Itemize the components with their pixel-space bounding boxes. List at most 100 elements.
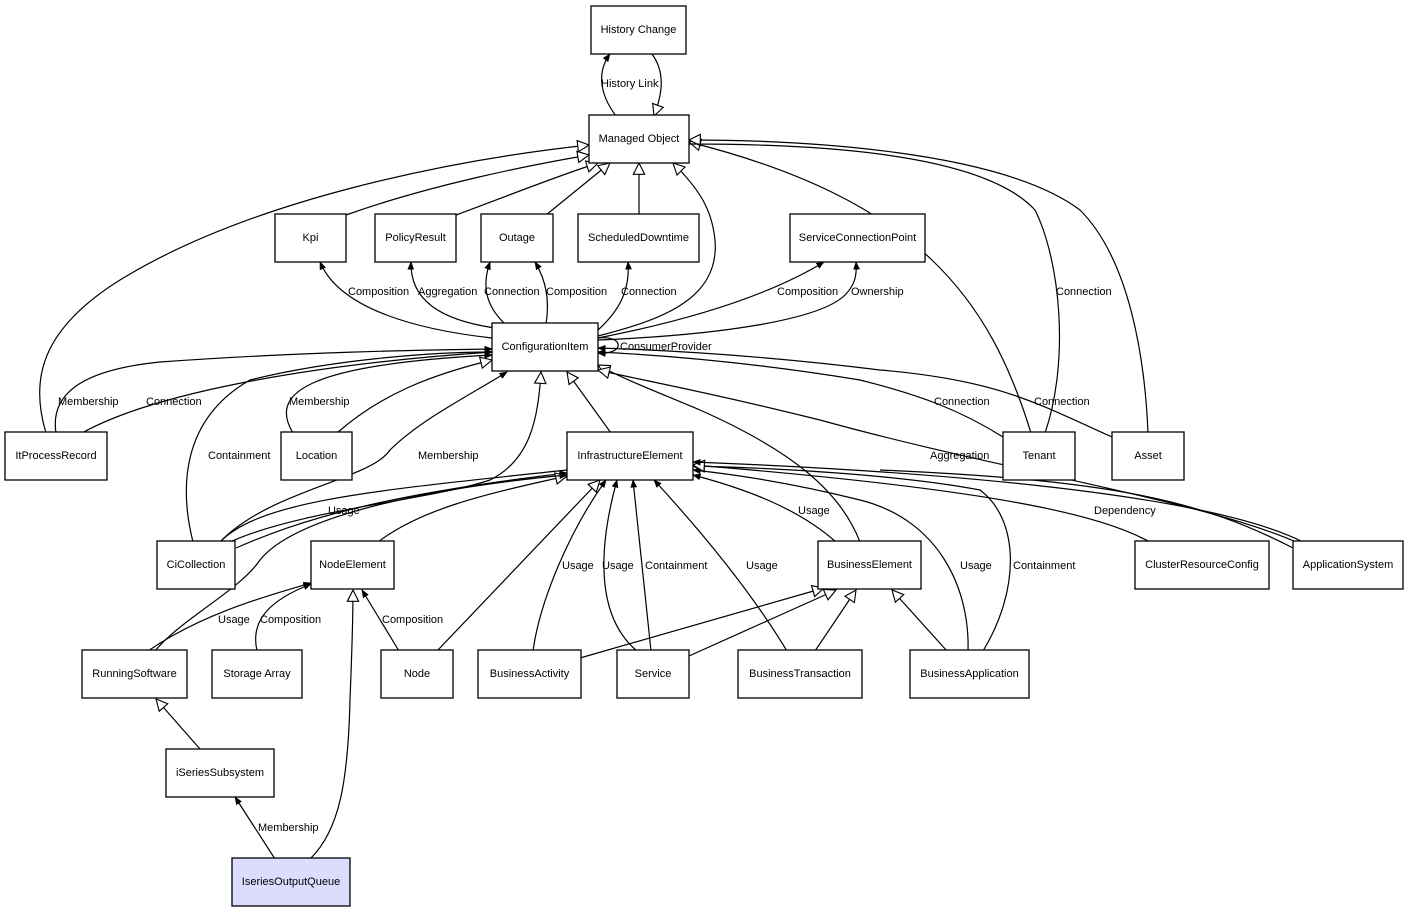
node-service[interactable]: Service <box>616 649 690 699</box>
edge-outage-mo <box>545 163 610 216</box>
edge-cicoll-ci-membership <box>219 371 508 543</box>
edge-appsys-ie <box>692 458 1304 543</box>
edge-ci-scp-comp <box>597 261 825 339</box>
node-managed-object-label: Managed Object <box>599 133 680 145</box>
label-location-membership: Membership <box>289 396 350 408</box>
node-tenant[interactable]: Tenant <box>1002 431 1076 481</box>
node-configuration-item-label: ConfigurationItem <box>502 341 589 353</box>
node-storage-array-label: Storage Array <box>223 668 291 680</box>
edge-ioq-ne <box>309 590 353 860</box>
node-cluster-resource-config[interactable]: ClusterResourceConfig <box>1134 540 1270 590</box>
edge-sa-ne <box>255 583 312 652</box>
edge-appsys-ie-2 <box>879 469 1294 549</box>
edge-location-ci <box>336 360 492 434</box>
node-service-connection-point-label: ServiceConnectionPoint <box>799 232 916 244</box>
node-business-element[interactable]: BusinessElement <box>817 540 922 590</box>
edge-be-ie <box>692 473 837 543</box>
node-it-process-record-label: ItProcessRecord <box>15 450 96 462</box>
label-ci-kpi: Composition <box>348 286 409 298</box>
node-asset-label: Asset <box>1134 450 1162 462</box>
node-ci-collection[interactable]: CiCollection <box>156 540 236 590</box>
node-node[interactable]: Node <box>380 649 454 699</box>
label-bapp-usage: Usage <box>960 560 992 572</box>
edge-bt-be <box>814 590 856 652</box>
node-asset[interactable]: Asset <box>1111 431 1185 481</box>
edge-itpr-ci-membership <box>54 345 493 434</box>
node-node-element[interactable]: NodeElement <box>310 540 395 590</box>
label-ci-outage-conn: Connection <box>484 286 540 298</box>
node-history-change-label: History Change <box>601 24 677 36</box>
node-iseries-output-queue-label: IseriesOutputQueue <box>242 876 340 888</box>
edge-ba-be <box>579 588 824 659</box>
edge-node-ie <box>436 480 600 652</box>
node-infrastructure-element[interactable]: InfrastructureElement <box>566 431 694 481</box>
node-outage[interactable]: Outage <box>480 213 554 263</box>
edge-ba-ie <box>532 479 607 652</box>
label-tenant-ci-connection: Connection <box>934 396 990 408</box>
edge-cicoll-ci-containment <box>185 348 493 543</box>
edge-node-ne <box>361 589 400 652</box>
node-configuration-item[interactable]: ConfigurationItem <box>491 322 599 372</box>
edge-asset-mo <box>689 140 1149 434</box>
node-running-software[interactable]: RunningSoftware <box>81 649 188 699</box>
node-application-system-label: ApplicationSystem <box>1303 559 1394 571</box>
node-business-transaction[interactable]: BusinessTransaction <box>737 649 863 699</box>
label-cicoll-usage: Usage <box>328 505 360 517</box>
label-bt-usage: Usage <box>746 560 778 572</box>
edge-cicoll-ci-gen <box>229 372 541 543</box>
edge-location-ci-membership <box>285 352 493 434</box>
node-business-activity[interactable]: BusinessActivity <box>477 649 582 699</box>
edge-svc-ie-usage <box>603 479 638 652</box>
node-running-software-label: RunningSoftware <box>92 668 176 680</box>
node-outage-label: Outage <box>499 232 535 244</box>
node-service-label: Service <box>635 668 672 680</box>
label-node-composition: Composition <box>382 614 443 626</box>
edge-labels: History Link Composition Aggregation Con… <box>58 78 1156 834</box>
edge-tenant-ci <box>597 349 1004 438</box>
nodes: History Change Managed Object Kpi Policy… <box>4 5 1404 907</box>
label-be-ie-usage: Usage <box>798 505 830 517</box>
node-node-label: Node <box>404 668 430 680</box>
node-iseries-subsystem-label: iSeriesSubsystem <box>176 767 264 779</box>
label-rs-usage: Usage <box>218 614 250 626</box>
edge-be-ci <box>598 365 861 543</box>
edges <box>38 53 1304 860</box>
edge-tenant-mo-connection <box>688 143 1061 434</box>
label-tenant-mo-connection: Connection <box>1056 286 1112 298</box>
node-service-connection-point[interactable]: ServiceConnectionPoint <box>789 213 926 263</box>
edge-ci-outage-conn <box>484 261 506 325</box>
label-history-link: History Link <box>601 78 659 90</box>
node-location[interactable]: Location <box>280 431 353 481</box>
node-managed-object[interactable]: Managed Object <box>588 114 690 164</box>
node-scheduled-downtime[interactable]: ScheduledDowntime <box>577 213 700 263</box>
edge-bapp-be <box>892 590 948 652</box>
edge-ie-ci <box>567 372 612 434</box>
label-ci-scp-comp: Composition <box>777 286 838 298</box>
node-policy-result-label: PolicyResult <box>385 232 446 244</box>
edge-itpr-ci-connection <box>81 349 493 434</box>
edge-svc-ie-containment <box>630 479 652 652</box>
edge-history-back <box>651 53 661 116</box>
node-kpi-label: Kpi <box>303 232 319 244</box>
edge-cicoll-ie-usage <box>235 470 568 549</box>
node-storage-array[interactable]: Storage Array <box>211 649 303 699</box>
edge-iss-rs <box>156 699 201 750</box>
node-iseries-subsystem[interactable]: iSeriesSubsystem <box>165 748 275 798</box>
edge-ci-mo <box>597 163 716 337</box>
edge-ci-sched <box>597 261 632 331</box>
label-ci-self: ConsumerProvider <box>620 341 712 353</box>
node-it-process-record[interactable]: ItProcessRecord <box>4 431 108 481</box>
label-sa-composition: Composition <box>260 614 321 626</box>
node-business-element-label: BusinessElement <box>827 559 912 571</box>
node-history-change[interactable]: History Change <box>590 5 687 55</box>
node-infrastructure-element-label: InfrastructureElement <box>577 450 682 462</box>
label-itpr-membership: Membership <box>58 396 119 408</box>
node-application-system[interactable]: ApplicationSystem <box>1292 540 1404 590</box>
node-iseries-output-queue[interactable]: IseriesOutputQueue <box>231 857 351 907</box>
node-kpi[interactable]: Kpi <box>274 213 347 263</box>
edge-history-link <box>601 53 617 117</box>
node-business-application[interactable]: BusinessApplication <box>909 649 1030 699</box>
node-policy-result[interactable]: PolicyResult <box>374 213 457 263</box>
